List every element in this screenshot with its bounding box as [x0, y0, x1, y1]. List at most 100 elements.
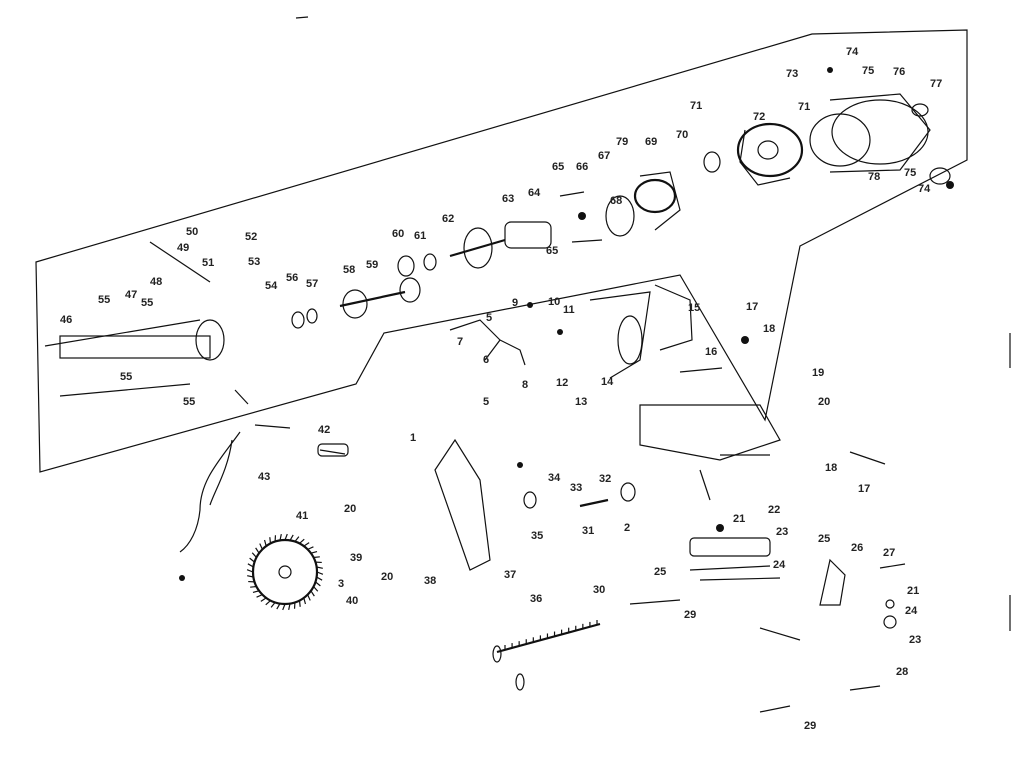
callout-71: 71 — [798, 101, 811, 113]
blade-tooth — [303, 542, 310, 547]
rack-ticks — [504, 620, 598, 650]
power-cord — [179, 424, 349, 581]
blade-tooth — [260, 597, 267, 602]
callout-8: 8 — [522, 379, 529, 391]
blade-tooth — [313, 586, 319, 592]
blade-tooth — [256, 594, 263, 598]
blade-tooth — [307, 546, 314, 550]
callout-77: 77 — [930, 78, 943, 90]
blade-tooth — [250, 585, 257, 588]
callout-65: 65 — [546, 245, 559, 257]
callout-47: 47 — [125, 289, 138, 301]
callout-76: 76 — [893, 66, 906, 78]
blade-tooth — [316, 566, 323, 569]
callout-7: 7 — [457, 336, 464, 348]
callout-55: 55 — [183, 396, 196, 408]
callout-56: 56 — [286, 272, 299, 284]
blade-tooth — [298, 600, 301, 607]
callout-14: 14 — [601, 376, 614, 388]
blade-tooth — [294, 536, 300, 542]
blade-tooth — [282, 603, 286, 611]
callout-69: 69 — [645, 136, 658, 148]
callout-54: 54 — [265, 280, 278, 292]
callout-26: 26 — [851, 542, 864, 554]
blade-tooth — [299, 538, 305, 544]
callout-55: 55 — [98, 294, 111, 306]
callout-65: 65 — [552, 161, 565, 173]
lower-mechanism — [434, 284, 906, 713]
callout-17: 17 — [858, 483, 871, 495]
callout-46: 46 — [60, 314, 73, 326]
motor-assembly — [44, 67, 954, 405]
callout-79: 79 — [616, 136, 629, 148]
saw-blade — [251, 538, 319, 606]
callout-5: 5 — [483, 396, 490, 408]
callout-61: 61 — [414, 230, 427, 242]
callout-11: 11 — [563, 304, 575, 316]
blade-tooth — [276, 603, 281, 610]
callout-41: 41 — [296, 510, 309, 522]
blade-tooth — [316, 576, 323, 581]
callout-49: 49 — [177, 242, 190, 254]
callout-70: 70 — [676, 129, 689, 141]
callout-23: 23 — [909, 634, 922, 646]
callout-21: 21 — [733, 513, 746, 525]
callout-27: 27 — [883, 547, 896, 559]
callout-72: 72 — [753, 111, 766, 123]
callout-15: 15 — [688, 302, 701, 314]
callout-48: 48 — [150, 276, 163, 288]
callout-32: 32 — [599, 473, 612, 485]
callout-43: 43 — [258, 471, 271, 483]
blade-tooth — [269, 537, 272, 544]
blade-tooth — [247, 563, 254, 568]
blade-tooth — [310, 590, 315, 597]
callout-18: 18 — [763, 323, 776, 335]
callout-51: 51 — [202, 257, 215, 269]
blade-tooth — [252, 590, 260, 594]
callout-19: 19 — [812, 367, 825, 379]
blade-tooth — [251, 552, 257, 558]
callout-53: 53 — [248, 256, 261, 268]
blade-tooth — [255, 547, 260, 554]
callout-64: 64 — [528, 187, 541, 199]
callout-10: 10 — [548, 296, 561, 308]
callout-16: 16 — [705, 346, 718, 358]
callout-42: 42 — [318, 424, 331, 436]
callout-6: 6 — [483, 354, 490, 366]
callout-39: 39 — [350, 552, 363, 564]
callout-37: 37 — [504, 569, 517, 581]
callout-25: 25 — [818, 533, 831, 545]
callout-9: 9 — [512, 297, 519, 309]
callout-18: 18 — [825, 462, 838, 474]
callout-20: 20 — [818, 396, 831, 408]
callout-23: 23 — [776, 526, 789, 538]
callout-73: 73 — [786, 68, 799, 80]
callout-22: 22 — [768, 504, 781, 516]
callout-5: 5 — [486, 312, 493, 324]
blade-tooth — [289, 534, 294, 541]
blade-teeth — [246, 533, 324, 611]
callout-58: 58 — [343, 264, 356, 276]
callout-29: 29 — [804, 720, 817, 732]
callout-66: 66 — [576, 161, 589, 173]
callout-28: 28 — [896, 666, 909, 678]
callout-20: 20 — [344, 503, 357, 515]
blade-tooth — [279, 534, 282, 541]
callout-38: 38 — [424, 575, 437, 587]
blade-tooth — [303, 597, 307, 605]
blade-tooth — [247, 575, 254, 578]
callout-24: 24 — [773, 559, 786, 571]
blade-tooth — [246, 569, 254, 573]
callout-30: 30 — [593, 584, 606, 596]
callout-35: 35 — [531, 530, 544, 542]
callout-78: 78 — [868, 171, 881, 183]
blade-tooth — [265, 600, 271, 606]
blade-tooth — [288, 603, 291, 610]
callout-62: 62 — [442, 213, 455, 225]
rack-bar — [492, 622, 601, 691]
callout-12: 12 — [556, 377, 569, 389]
blade-tooth — [315, 581, 321, 587]
callout-1: 1 — [410, 432, 417, 444]
callout-40: 40 — [346, 595, 359, 607]
callout-75: 75 — [862, 65, 875, 77]
